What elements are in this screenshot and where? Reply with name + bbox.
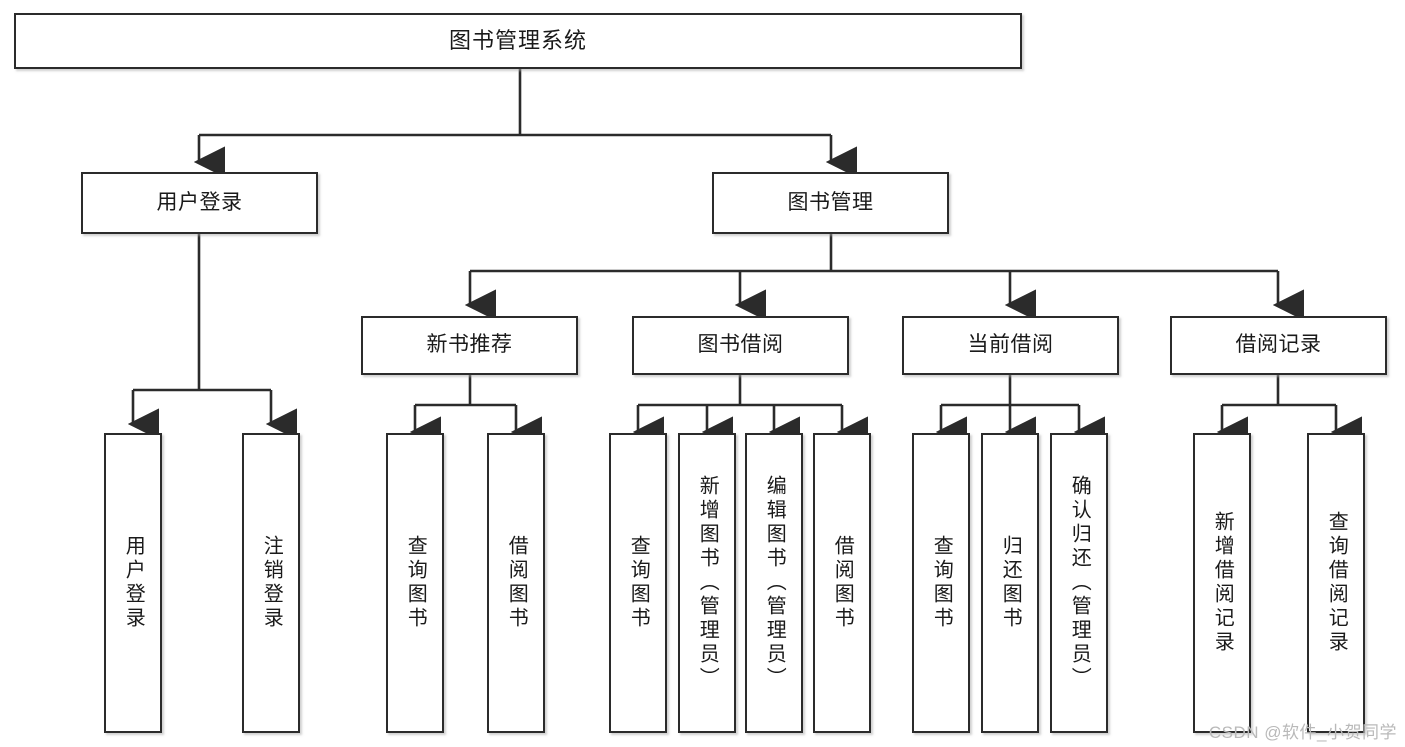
node-label: 新增借阅记录 <box>1211 511 1234 655</box>
leaf-book-borrow-edit[interactable]: 编辑图书（管理员） <box>745 433 803 733</box>
node-book-management[interactable]: 图书管理 <box>712 172 949 234</box>
node-borrow-record[interactable]: 借阅记录 <box>1170 316 1387 375</box>
csdn-watermark: CSDN @软件_小贺同学 <box>1208 723 1397 742</box>
node-label: 用户登录 <box>156 190 243 214</box>
leaf-user-login-logout[interactable]: 注销登录 <box>242 433 300 733</box>
node-label: 借阅图书 <box>831 535 854 631</box>
leaf-borrow-record-add[interactable]: 新增借阅记录 <box>1193 433 1251 733</box>
node-label: 新书推荐 <box>426 333 513 357</box>
node-current-borrow[interactable]: 当前借阅 <box>902 316 1119 375</box>
leaf-current-borrow-query[interactable]: 查询图书 <box>912 433 970 733</box>
node-label: 编辑图书（管理员） <box>763 475 786 691</box>
node-label: 用户登录 <box>122 535 145 631</box>
node-label: 确认归还（管理员） <box>1068 475 1091 691</box>
node-label: 借阅记录 <box>1235 333 1322 357</box>
node-label: 新增图书（管理员） <box>696 475 719 691</box>
node-label: 查询借阅记录 <box>1325 511 1348 655</box>
leaf-book-borrow-borrow[interactable]: 借阅图书 <box>813 433 871 733</box>
leaf-current-borrow-return[interactable]: 归还图书 <box>981 433 1039 733</box>
node-label: 图书管理 <box>787 190 874 214</box>
node-label: 借阅图书 <box>505 535 528 631</box>
leaf-book-borrow-add[interactable]: 新增图书（管理员） <box>678 433 736 733</box>
node-label: 图书管理系统 <box>448 28 587 54</box>
node-book-borrow[interactable]: 图书借阅 <box>632 316 849 375</box>
node-label: 查询图书 <box>627 535 650 631</box>
leaf-user-login-login[interactable]: 用户登录 <box>104 433 162 733</box>
node-new-book-recommend[interactable]: 新书推荐 <box>361 316 578 375</box>
leaf-new-book-query[interactable]: 查询图书 <box>386 433 444 733</box>
leaf-borrow-record-query[interactable]: 查询借阅记录 <box>1307 433 1365 733</box>
leaf-new-book-borrow[interactable]: 借阅图书 <box>487 433 545 733</box>
node-label: 图书借阅 <box>697 333 784 357</box>
node-user-login[interactable]: 用户登录 <box>81 172 318 234</box>
node-label: 归还图书 <box>999 535 1022 631</box>
node-label: 注销登录 <box>260 535 283 631</box>
leaf-book-borrow-query[interactable]: 查询图书 <box>609 433 667 733</box>
node-label: 查询图书 <box>404 535 427 631</box>
leaf-current-borrow-confirm[interactable]: 确认归还（管理员） <box>1050 433 1108 733</box>
node-root-system[interactable]: 图书管理系统 <box>14 13 1022 69</box>
node-label: 查询图书 <box>930 535 953 631</box>
node-label: 当前借阅 <box>967 333 1054 357</box>
